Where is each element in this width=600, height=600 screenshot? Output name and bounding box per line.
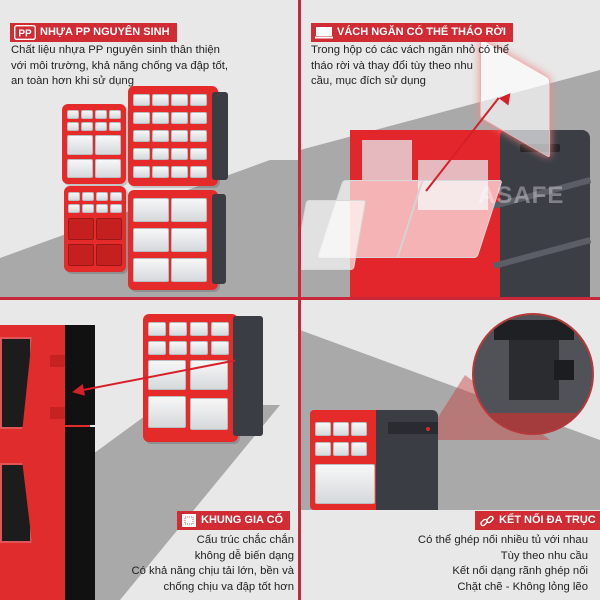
panel-description: Trong hộp có các vách ngăn nhỏ có thể th…: [311, 43, 509, 90]
panel-description: Chất liệu nhựa PP nguyên sinh thân thiện…: [11, 43, 228, 90]
horizontal-divider: [0, 297, 600, 300]
panel-pp-plastic: PP NHỰA PP NGUYÊN SINH Chất liệu nhựa PP…: [0, 0, 300, 300]
organizer-front-view: [143, 314, 263, 442]
link-icon: [479, 513, 495, 529]
organizer-top-left: [62, 104, 126, 184]
panel-reinforced-frame: KHUNG GIA CỐ Cấu trúc chắc chắn không dễ…: [0, 300, 300, 600]
organizer-top-right: [128, 86, 228, 186]
organizer-front: [310, 410, 380, 510]
desc-line: Chất liệu nhựa PP nguyên sinh thân thiện: [11, 44, 220, 56]
organizer-bottom-left: [64, 186, 126, 272]
panel-badge: PP NHỰA PP NGUYÊN SINH: [10, 23, 177, 42]
vertical-divider: [298, 0, 301, 600]
desc-line: không dễ biến dạng: [194, 549, 294, 562]
desc-line: Cấu trúc chắc chắn: [196, 534, 294, 546]
panel-description: Có thể ghép nối nhiều tủ với nhau Tùy th…: [418, 533, 588, 595]
desc-line: Có khả năng chịu tải lớn, bền và: [131, 565, 294, 577]
desc-line: Tùy theo nhu cầu: [500, 549, 588, 562]
desc-line: Có thể ghép nối nhiều tủ với nhau: [417, 534, 588, 546]
panel-badge: VÁCH NGĂN CÓ THỂ THÁO RỜI: [311, 23, 513, 42]
desc-line: chống chịu va đập tốt hơn: [163, 580, 294, 593]
panel-badge: KHUNG GIA CỐ: [177, 511, 291, 530]
panel-removable-divider: VÁCH NGĂN CÓ THỂ THÁO RỜI Trong hộp có c…: [300, 0, 600, 300]
organizer-side: [376, 410, 438, 510]
desc-line: tháo rời và thay đổi tùy theo nhu: [311, 59, 473, 72]
divider-panel-icon: [315, 26, 333, 39]
desc-line: Trong hộp có các vách ngăn nhỏ có thể: [311, 44, 510, 56]
desc-line: Kết nối dạng rãnh ghép nối: [452, 565, 588, 577]
desc-line: an toàn hơn khi sử dụng: [11, 75, 135, 87]
desc-line: với môi trường, khả năng chống va đập tố…: [11, 59, 229, 72]
arrow-head-icon: [70, 383, 86, 399]
panel-title: VÁCH NGĂN CÓ THỂ THÁO RỜI: [337, 26, 506, 38]
watermark: ASAFE: [478, 182, 565, 209]
svg-text:PP: PP: [18, 28, 32, 39]
frame-icon: [181, 513, 197, 528]
organizer-bottom-right: [128, 190, 226, 290]
panel-title: KẾT NỐI ĐA TRỤC: [499, 514, 596, 526]
desc-line: cầu, mục đích sử dụng: [311, 75, 426, 87]
panel-multi-axis-connect: KẾT NỐI ĐA TRỤC Có thể ghép nối nhiều tủ…: [300, 300, 600, 600]
panel-title: NHỰA PP NGUYÊN SINH: [40, 26, 170, 38]
pp-icon: PP: [14, 25, 36, 40]
connector-closeup: [472, 313, 594, 435]
panel-title: KHUNG GIA CỐ: [201, 514, 284, 526]
panel-description: Cấu trúc chắc chắn không dễ biến dạng Có…: [131, 533, 294, 595]
frame-closeup: [0, 325, 95, 600]
drawer-slot: [362, 140, 412, 180]
panel-badge: KẾT NỐI ĐA TRỤC: [475, 511, 600, 530]
desc-line: Chặt chẽ - Không lỏng lẽo: [457, 580, 588, 593]
